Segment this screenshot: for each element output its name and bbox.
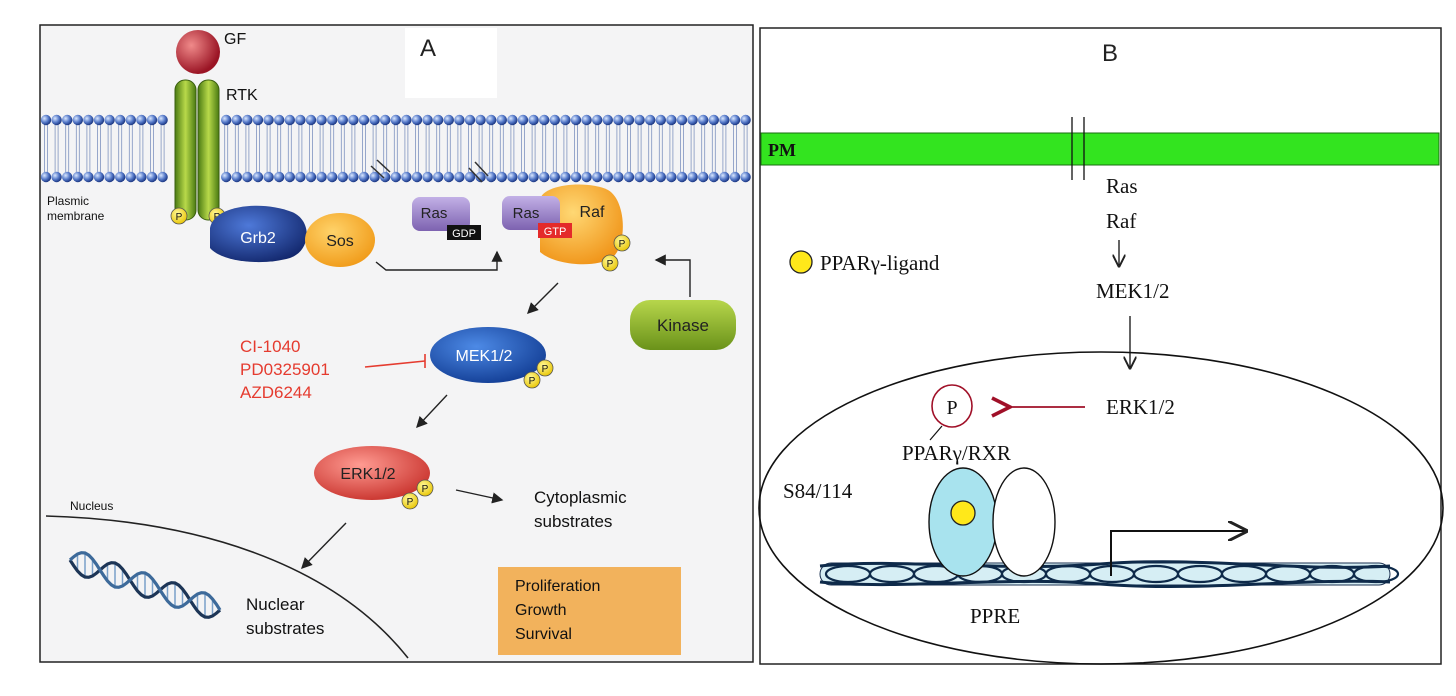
outcome-1: Proliferation — [515, 578, 600, 595]
raf-protein — [540, 184, 623, 265]
kinase-protein — [630, 300, 736, 350]
receptor-channel — [1071, 117, 1085, 180]
sos-to-ras-arrow — [375, 250, 503, 271]
svg-text:P: P — [529, 376, 536, 387]
gtp-tag — [538, 223, 572, 238]
gf-label: GF — [224, 31, 246, 48]
ppre-dna-strand — [819, 560, 1400, 589]
cyto-line1: Cytoplasmic — [534, 488, 627, 507]
b-mek-label: MEK1/2 — [1096, 279, 1170, 303]
ras-gdp-label: Ras — [421, 205, 448, 222]
ppre-label: PPRE — [970, 604, 1020, 628]
outcome-3: Survival — [515, 626, 572, 643]
ras-gdp-protein — [412, 197, 470, 231]
panel-a: A GF RTK Plasmic membrane P P Grb2 Sos R… — [39, 24, 754, 663]
pm-label: PM — [768, 140, 796, 160]
dna-helix-icon — [68, 551, 222, 619]
gdp-tag — [447, 225, 481, 240]
cyto-line2: substrates — [534, 512, 612, 531]
outcome-box — [498, 567, 681, 655]
ras-anchor-left — [370, 159, 391, 179]
nucleus-boundary — [45, 515, 409, 659]
phospho-label-b: P — [946, 397, 957, 419]
inhibitor-3: AZD6244 — [240, 383, 312, 402]
transcription-arrow — [1110, 531, 1246, 576]
ligand-legend-icon — [789, 250, 813, 274]
raf-phospho-1: P — [613, 234, 631, 252]
erk-protein — [314, 446, 430, 500]
mek-phospho-2: P — [523, 371, 541, 389]
svg-text:P: P — [542, 364, 549, 375]
inhibitor-2: PD0325901 — [240, 360, 330, 379]
phospho-circle — [931, 384, 973, 428]
kinase-to-raf-arrow — [654, 254, 691, 297]
nucleus-label: Nucleus — [70, 499, 113, 513]
erk-to-cyto-arrow — [455, 489, 504, 504]
plasma-membrane — [40, 114, 751, 183]
svg-text:P: P — [422, 484, 429, 495]
bound-ligand — [950, 500, 976, 526]
b-raf-label: Raf — [1106, 209, 1136, 233]
ppar-rxr-label: PPARγ/RXR — [902, 441, 1011, 465]
panel-b: B PM Ras Raf MEK1/2 PPARγ-ligand ERK1/2 … — [758, 27, 1444, 665]
growth-factor — [176, 30, 220, 74]
grb2-protein — [210, 205, 307, 263]
outcome-2: Growth — [515, 602, 567, 619]
mek-label: MEK1/2 — [456, 348, 513, 365]
nucleus-ellipse — [758, 351, 1444, 665]
plasma-membrane-bar — [760, 132, 1440, 166]
erk-phospho-2: P — [401, 492, 419, 510]
raf-label: Raf — [580, 204, 605, 221]
grb2-label: Grb2 — [240, 230, 276, 247]
panel-b-label: B — [1102, 40, 1118, 67]
membrane-label-line1: Plasmic — [47, 194, 89, 208]
sos-protein — [305, 213, 375, 267]
site-label: S84/114 — [783, 479, 853, 503]
svg-text:P: P — [619, 239, 626, 250]
raf-to-mek-arrow — [527, 282, 559, 314]
erk-phospho-1: P — [416, 479, 434, 497]
erk-to-nucleus-arrow — [301, 522, 347, 570]
rtk-label: RTK — [226, 87, 258, 104]
nuclear-line2: substrates — [246, 619, 324, 638]
inhibition-tbar — [364, 354, 426, 368]
svg-text:P: P — [607, 259, 614, 270]
gtp-label: GTP — [544, 226, 567, 238]
panel-a-frame — [39, 24, 754, 663]
panel-a-label: A — [420, 35, 436, 62]
rtk-receptor — [174, 79, 220, 221]
nuclear-line1: Nuclear — [246, 595, 305, 614]
ras-gtp-label: Ras — [513, 205, 540, 222]
svg-text:P: P — [176, 212, 183, 223]
sos-label: Sos — [326, 233, 354, 250]
inhibitor-1: CI-1040 — [240, 337, 300, 356]
b-ras-label: Ras — [1106, 174, 1138, 198]
panel-a-label-bg — [405, 28, 497, 98]
ligand-legend-label: PPARγ-ligand — [820, 251, 940, 275]
kinase-label: Kinase — [657, 316, 709, 335]
rtk-phospho-left: P — [170, 207, 188, 225]
ras-gtp-protein — [502, 196, 560, 230]
raf-phospho-2: P — [601, 254, 619, 272]
phospho-link — [929, 425, 943, 441]
mek-to-erk-arrow — [416, 394, 448, 429]
mek-protein — [430, 327, 546, 383]
rxr-protein — [992, 467, 1056, 577]
ras-anchor-right — [468, 161, 489, 183]
mek-phospho-1: P — [536, 359, 554, 377]
gdp-label: GDP — [452, 228, 476, 240]
svg-text:P: P — [407, 497, 414, 508]
erk-label: ERK1/2 — [340, 466, 395, 483]
b-erk-label: ERK1/2 — [1106, 395, 1175, 419]
membrane-label-line2: membrane — [47, 209, 105, 223]
